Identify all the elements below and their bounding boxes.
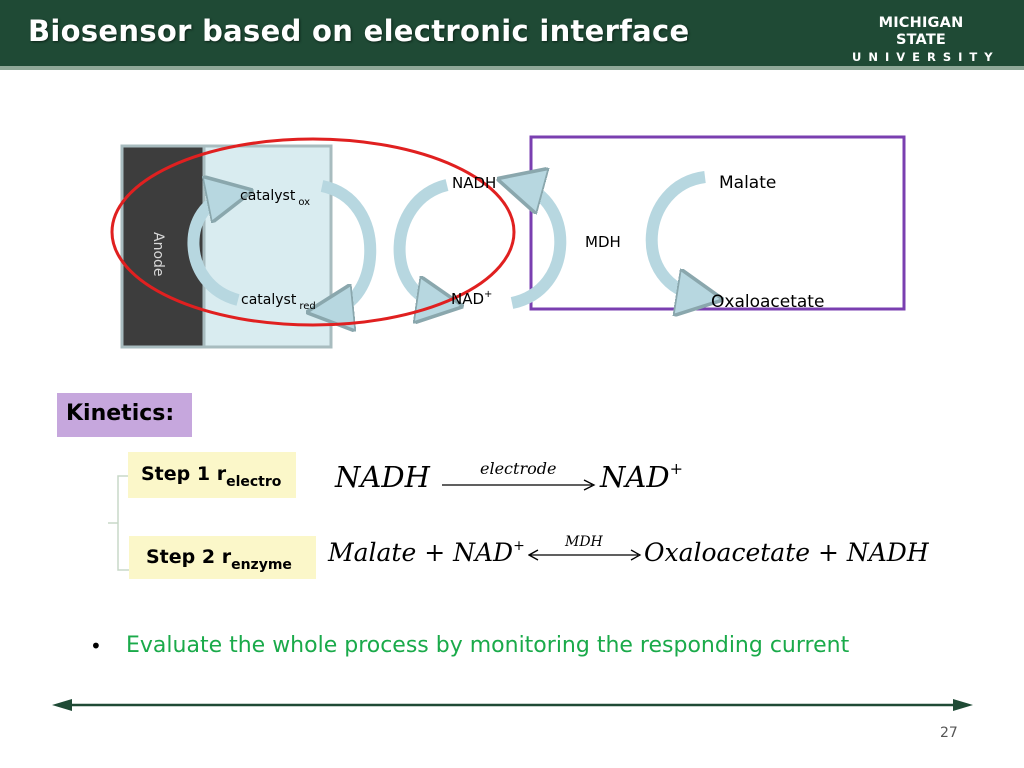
- bullet-marker: •: [90, 634, 102, 658]
- slide-title: Biosensor based on electronic interface: [28, 14, 690, 48]
- step1-arrow: [442, 479, 596, 491]
- oxaloacetate-label: Oxaloacetate: [711, 292, 825, 312]
- step2-eq-left: Malate + NAD+: [328, 538, 525, 567]
- page-number: 27: [940, 725, 958, 741]
- enzyme-box: [529, 135, 906, 311]
- msu-logo: MICHIGAN STATE UNIVERSITY: [852, 15, 993, 65]
- step2-arrow: [528, 549, 642, 561]
- divider-left-arrowhead: [52, 699, 72, 711]
- slide-header: Biosensor based on electronic interface …: [0, 0, 1024, 70]
- arrow-nad-reduction: [512, 185, 567, 309]
- step2-arrow-label: MDH: [565, 534, 603, 550]
- malate-label: Malate: [719, 173, 777, 193]
- divider-right-arrowhead: [953, 699, 973, 711]
- steps-bracket: [108, 475, 129, 571]
- anode-label: Anode: [150, 232, 166, 277]
- logo-line-1: MICHIGAN STATE: [878, 15, 964, 48]
- highlight-ellipse: [110, 137, 516, 327]
- nad-plus-label: NAD+: [451, 289, 493, 308]
- logo-line-2: UNIVERSITY: [852, 50, 1000, 64]
- mdh-label: MDH: [585, 233, 621, 251]
- step1-arrow-label: electrode: [480, 459, 557, 478]
- step1-label-box: Step 1 relectro: [128, 452, 296, 498]
- kinetics-heading: Kinetics:: [57, 393, 192, 437]
- step2-label-box: Step 2 renzyme: [129, 536, 316, 579]
- arrow-malate-conversion: [645, 171, 705, 296]
- step2-label: Step 2 renzyme: [146, 546, 292, 573]
- step1-eq-left: NADH: [335, 460, 430, 494]
- arrow-catalyst-regen: [187, 195, 238, 306]
- step1-label: Step 1 relectro: [141, 463, 282, 490]
- nadh-label: NADH: [452, 174, 497, 192]
- electrode-region: [202, 144, 333, 349]
- step2-eq-right: Oxaloacetate + NADH: [644, 538, 929, 567]
- step1-eq-right: NAD+: [600, 459, 683, 494]
- arrow-catalyst-reduce: [322, 180, 377, 310]
- arrow-nadh-oxidation: [393, 179, 447, 303]
- bullet-text: Evaluate the whole process by monitoring…: [126, 633, 850, 658]
